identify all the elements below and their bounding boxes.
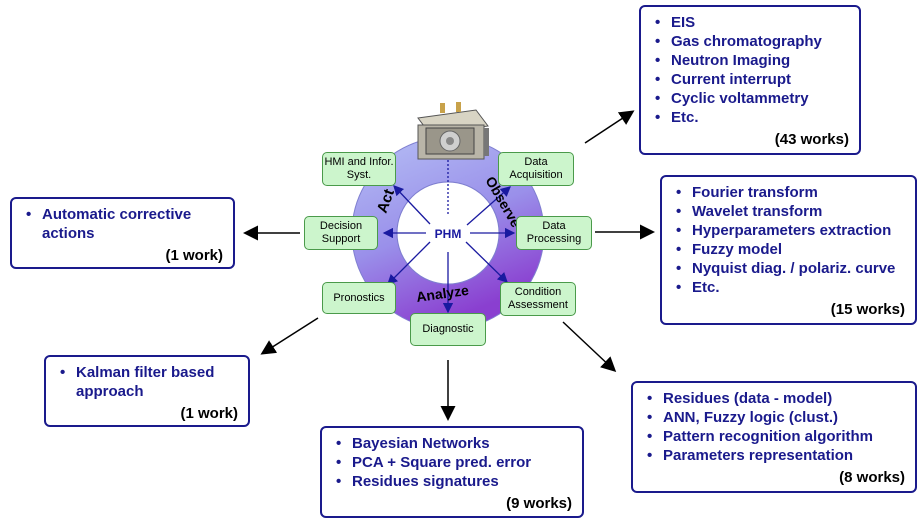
- phm-label: PHM: [435, 227, 462, 241]
- diagnostic-works-count: (9 works): [506, 495, 572, 512]
- list-item: Bayesian Networks: [334, 434, 572, 453]
- node-decision-support: Decision Support: [304, 216, 378, 250]
- node-data-acquisition-label: Data Acquisition: [509, 156, 563, 181]
- fuel-cell-device: [417, 102, 489, 160]
- list-item: Nyquist diag. / polariz. curve: [674, 259, 905, 278]
- list-item: Cyclic voltammetry: [653, 89, 849, 108]
- list-item: Automatic corrective actions: [24, 205, 223, 243]
- list-item: ANN, Fuzzy logic (clust.): [645, 408, 905, 427]
- processing-works-count: (15 works): [830, 301, 905, 318]
- node-data-processing-label: Data Processing: [526, 220, 582, 245]
- decision-works-count: (1 work): [165, 247, 223, 264]
- decision-methods-list: Automatic corrective actions: [24, 205, 223, 243]
- list-item: Pattern recognition algorithm: [645, 427, 905, 446]
- list-item: Fuzzy model: [674, 240, 905, 259]
- processing-methods-box: Fourier transform Wavelet transform Hype…: [660, 175, 917, 325]
- assessment-methods-list: Residues (data - model) ANN, Fuzzy logic…: [645, 389, 905, 465]
- node-diagnostic: Diagnostic: [410, 313, 486, 346]
- prognostic-methods-list: Kalman filter based approach: [58, 363, 238, 401]
- list-item: Wavelet transform: [674, 202, 905, 221]
- list-item: Hyperparameters extraction: [674, 221, 905, 240]
- outer-arrows: [243, 110, 655, 421]
- list-item: EIS: [653, 13, 849, 32]
- node-decision-support-label: Decision Support: [319, 220, 363, 245]
- list-item: Kalman filter based approach: [58, 363, 238, 401]
- prognostic-works-count: (1 work): [180, 405, 238, 422]
- node-hmi-label: HMI and Infor. Syst.: [324, 156, 394, 181]
- node-pronostics-label: Pronostics: [333, 291, 385, 304]
- assessment-works-count: (8 works): [839, 469, 905, 486]
- spokes: [382, 160, 516, 314]
- list-item: Current interrupt: [653, 70, 849, 89]
- assessment-methods-box: Residues (data - model) ANN, Fuzzy logic…: [631, 381, 917, 493]
- list-item: Etc.: [653, 108, 849, 127]
- diagnostic-methods-list: Bayesian Networks PCA + Square pred. err…: [334, 434, 572, 491]
- processing-methods-list: Fourier transform Wavelet transform Hype…: [674, 183, 905, 297]
- node-pronostics: Pronostics: [322, 282, 396, 314]
- list-item: Residues signatures: [334, 472, 572, 491]
- list-item: Parameters representation: [645, 446, 905, 465]
- node-diagnostic-label: Diagnostic: [422, 323, 474, 335]
- ring-label-analyze: Analyze: [415, 282, 470, 305]
- list-item: Neutron Imaging: [653, 51, 849, 70]
- list-item: Fourier transform: [674, 183, 905, 202]
- node-condition-assessment-label: Condition Assessment: [508, 286, 568, 311]
- diagnostic-methods-box: Bayesian Networks PCA + Square pred. err…: [320, 426, 584, 518]
- list-item: Etc.: [674, 278, 905, 297]
- acquisition-methods-box: EIS Gas chromatography Neutron Imaging C…: [639, 5, 861, 155]
- node-condition-assessment: Condition Assessment: [500, 282, 576, 316]
- prognostic-methods-box: Kalman filter based approach (1 work): [44, 355, 250, 427]
- acquisition-works-count: (43 works): [774, 131, 849, 148]
- acquisition-methods-list: EIS Gas chromatography Neutron Imaging C…: [653, 13, 849, 127]
- list-item: PCA + Square pred. error: [334, 453, 572, 472]
- list-item: Gas chromatography: [653, 32, 849, 51]
- node-data-processing: Data Processing: [516, 216, 592, 250]
- list-item: Residues (data - model): [645, 389, 905, 408]
- node-hmi: HMI and Infor. Syst.: [322, 152, 396, 186]
- node-data-acquisition: Data Acquisition: [498, 152, 574, 186]
- decision-methods-box: Automatic corrective actions (1 work): [10, 197, 235, 269]
